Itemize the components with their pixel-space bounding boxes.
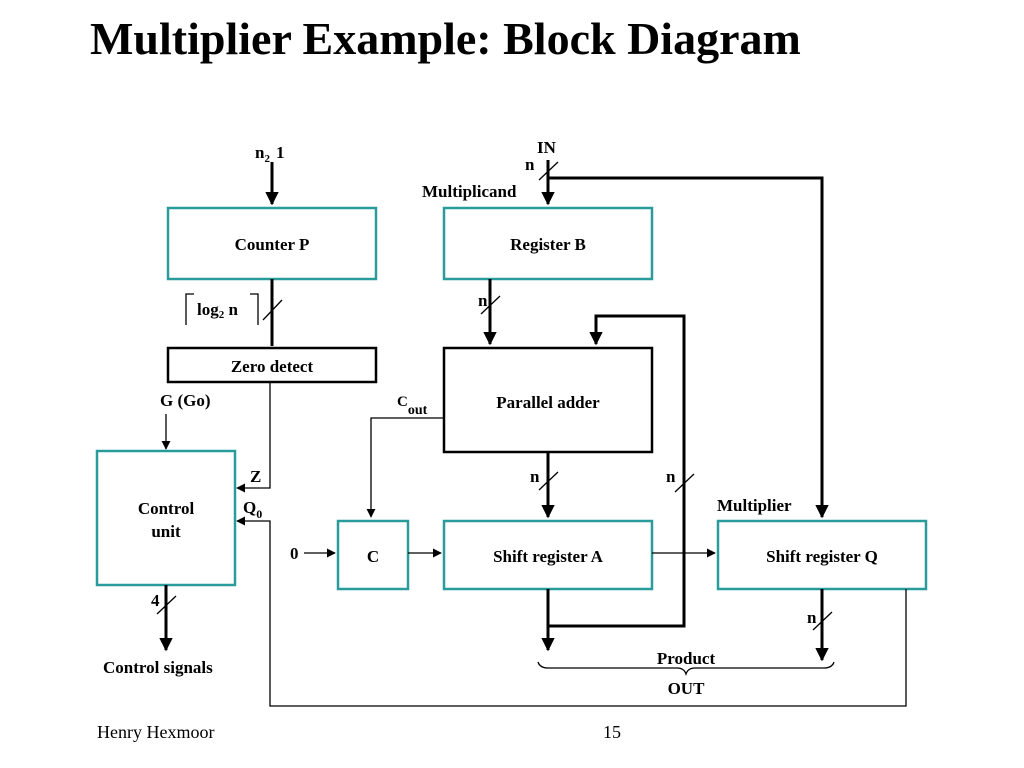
cout-label: Cout	[397, 394, 428, 418]
control-unit-block: Control unit	[95, 449, 237, 587]
c-flipflop-label: C	[367, 547, 379, 566]
zero-detect-z-wire	[236, 382, 271, 493]
counter-to-zero-detect-bus	[262, 279, 283, 346]
shift-register-a-label: Shift register A	[493, 547, 604, 566]
in-label: IN	[537, 138, 557, 157]
shift-register-a-block: Shift register A	[442, 519, 654, 591]
control-unit-label-line2: unit	[151, 522, 181, 541]
parallel-adder-block: Parallel adder	[442, 346, 654, 454]
c-flipflop-block: C	[336, 519, 410, 591]
shift-q-output-bus	[812, 589, 833, 662]
control-width-label: 4	[151, 591, 160, 610]
q0-feedback-wire	[236, 516, 907, 707]
parallel-adder-label: Parallel adder	[496, 393, 600, 412]
control-signals-label: Control signals	[103, 658, 213, 677]
register-b-block: Register B	[442, 206, 654, 281]
product-label: Product	[657, 649, 716, 668]
footer-page-number: 15	[603, 722, 621, 742]
multiplier-label: Multiplier	[717, 496, 792, 515]
counter-p-block: Counter P	[166, 206, 378, 281]
in-width-label: n	[525, 155, 535, 174]
footer-author: Henry Hexmoor	[97, 722, 215, 742]
log-n-label: log2 n	[185, 293, 259, 325]
register-b-to-adder-bus	[480, 279, 501, 346]
register-b-width-label: n	[478, 291, 488, 310]
multiplicand-label: Multiplicand	[422, 182, 517, 201]
shift-register-q-label: Shift register Q	[766, 547, 878, 566]
control-signals-bus	[156, 585, 177, 652]
q0-signal-label: Q0	[243, 498, 262, 521]
adder-to-shift-a-bus	[538, 452, 559, 519]
register-b-label: Register B	[510, 235, 586, 254]
zero-detect-block: Zero detect	[166, 346, 378, 384]
counter-p-label: Counter P	[235, 235, 310, 254]
product-brace	[537, 661, 835, 677]
feedback-width-label: n	[666, 467, 676, 486]
in-bus	[538, 160, 829, 519]
zero-input-label: 0	[290, 544, 299, 563]
control-unit-label-line1: Control	[138, 499, 195, 518]
feedback-bus	[546, 314, 695, 628]
z-signal-label: Z	[250, 467, 261, 486]
q-out-width-label: n	[807, 608, 817, 627]
cout-wire	[366, 417, 444, 518]
svg-text:log2 n: log2 n	[197, 300, 238, 321]
out-label: OUT	[668, 679, 706, 698]
shift-register-q-block: Shift register Q	[716, 519, 928, 591]
slide-title: Multiplier Example: Block Diagram	[90, 13, 801, 64]
go-signal-label: G (Go)	[160, 391, 211, 410]
adder-out-width-label: n	[530, 467, 540, 486]
zero-detect-label: Zero detect	[231, 357, 314, 376]
